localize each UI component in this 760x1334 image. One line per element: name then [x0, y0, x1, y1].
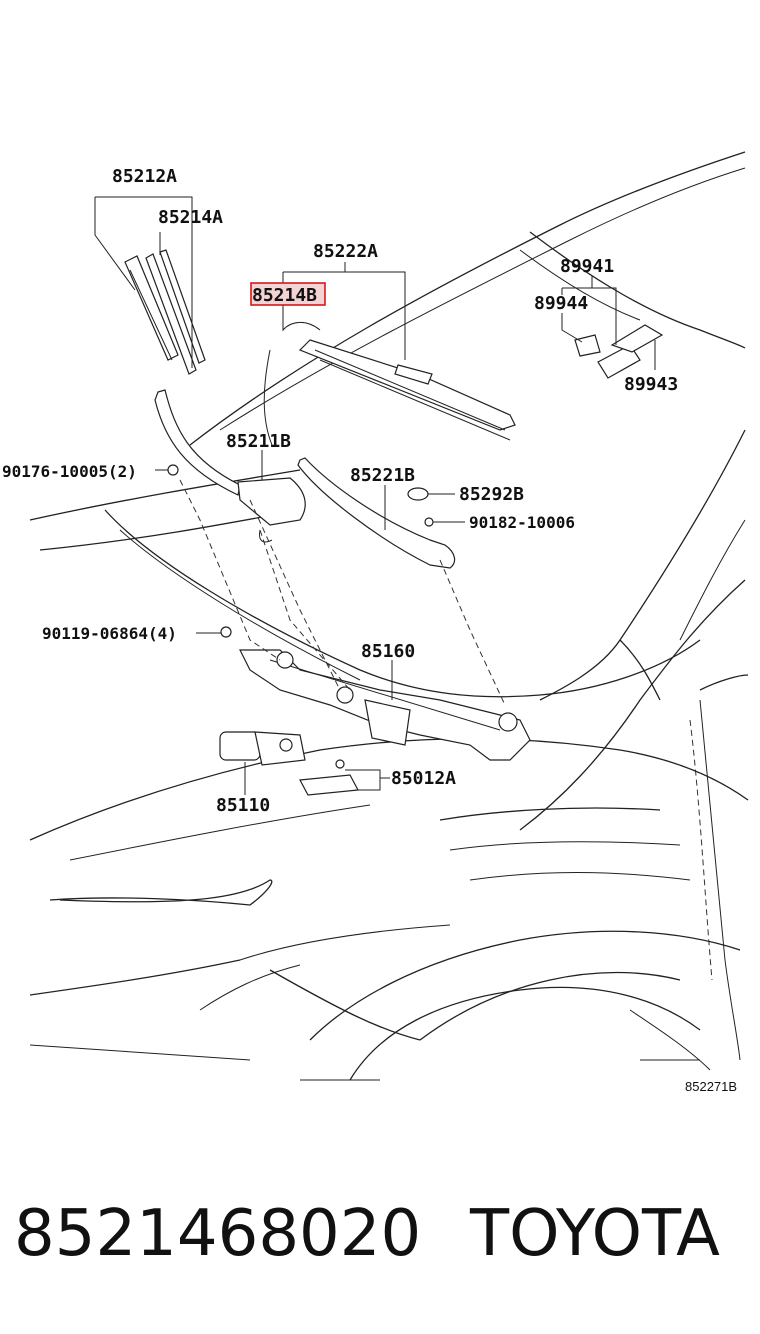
callout-85211B: 85211B [226, 431, 291, 452]
part-number: 8521468020 [14, 1197, 421, 1271]
callout-85160: 85160 [361, 641, 415, 662]
figure-code: 852271B [685, 1079, 737, 1094]
car-body-outline [29, 151, 749, 1081]
sensor-cover-group [574, 324, 664, 379]
callout-89943: 89943 [624, 374, 678, 395]
callout-85214B: 85214B [252, 285, 317, 306]
callout-90182: 90182-10006 [469, 513, 575, 532]
callout-89944: 89944 [534, 293, 588, 314]
wiper-arm-85211B [154, 389, 306, 543]
highlight-box-85214B [250, 282, 326, 306]
callout-85221B: 85221B [350, 465, 415, 486]
callout-85012A: 85012A [391, 768, 456, 789]
callout-85110: 85110 [216, 795, 270, 816]
brand-name: TOYOTA [469, 1197, 720, 1271]
small-fasteners [167, 464, 434, 769]
callout-89941: 89941 [560, 256, 614, 277]
callout-85212A: 85212A [112, 166, 177, 187]
wiper-blade-85212A [124, 249, 206, 375]
callout-90119: 90119-06864(4) [42, 624, 177, 643]
callout-85222A: 85222A [313, 241, 378, 262]
leader-lines [94, 196, 656, 795]
wiper-blade-85222A [298, 339, 516, 441]
callout-85214A: 85214A [158, 207, 223, 228]
callout-85292B: 85292B [459, 484, 524, 505]
assembly-dash-lines [179, 479, 506, 706]
wiper-link-85160 [239, 649, 531, 761]
callout-90176: 90176-10005(2) [2, 462, 137, 481]
callout-labels: 85212A 85214A 85222A 85214B 89941 89944 … [2, 166, 678, 816]
wiper-arm-85221B [297, 457, 456, 569]
